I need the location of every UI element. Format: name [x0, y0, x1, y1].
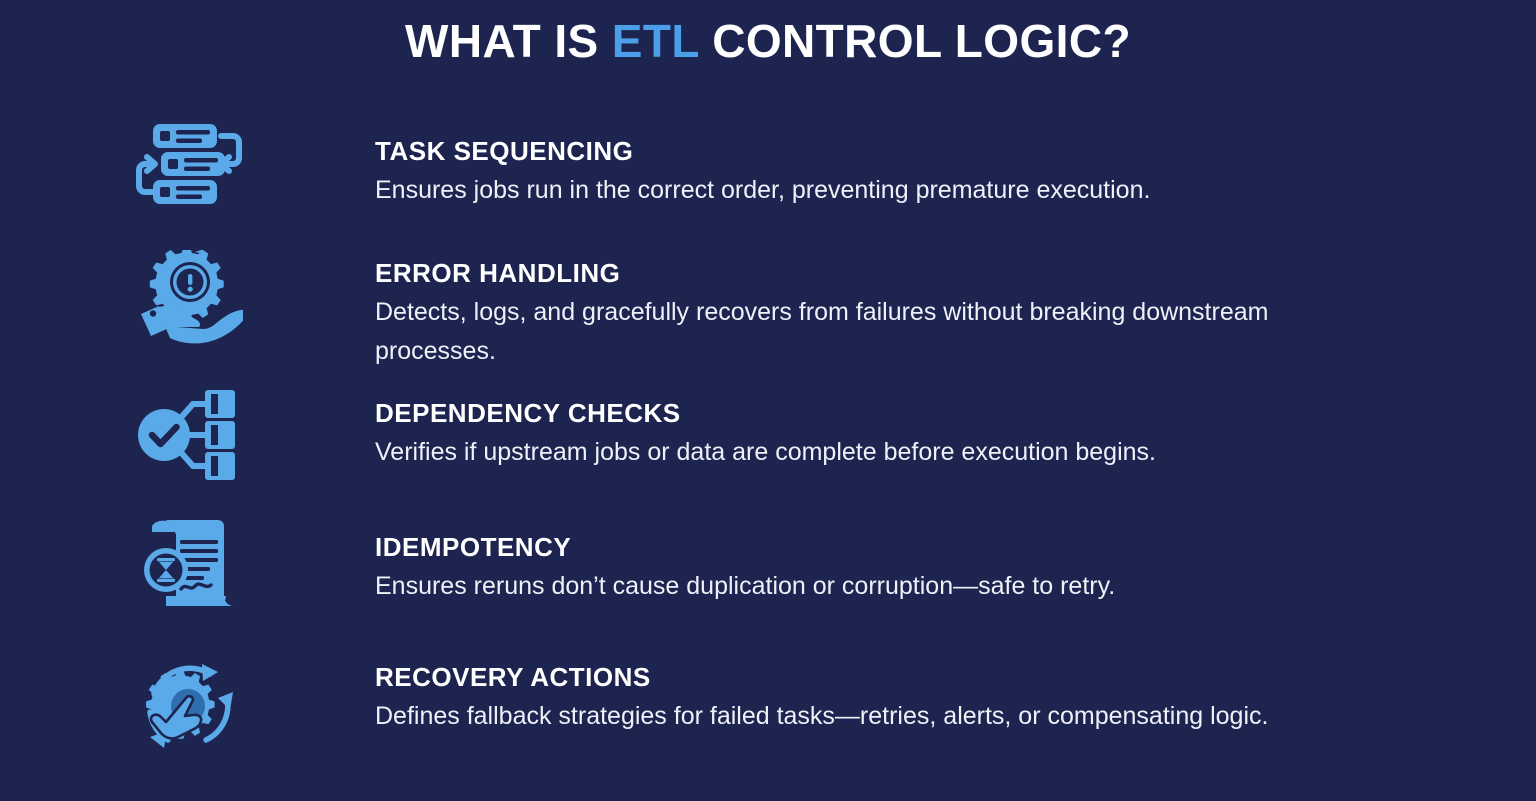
- list-item-description: Ensures jobs run in the correct order, p…: [375, 175, 1151, 204]
- list-item: ERROR HANDLING Detects, logs, and gracef…: [0, 230, 1536, 370]
- list-item-text: TASK SEQUENCING Ensures jobs run in the …: [375, 112, 1536, 210]
- recovery-actions-icon: [0, 634, 375, 758]
- page-title: WHAT IS ETL CONTROL LOGIC?: [0, 14, 1536, 68]
- idempotency-icon: [0, 502, 375, 616]
- list-item-description: Defines fallback strategies for failed t…: [375, 701, 1269, 730]
- list-item-text: DEPENDENCY CHECKS Verifies if upstream j…: [375, 370, 1536, 472]
- list-item-text: RECOVERY ACTIONS Defines fallback strate…: [375, 634, 1536, 736]
- list-item-text: IDEMPOTENCY Ensures reruns don’t cause d…: [375, 502, 1536, 606]
- task-sequencing-icon: [0, 112, 375, 212]
- list-item-description: Verifies if upstream jobs or data are co…: [375, 437, 1156, 466]
- list-item-text: ERROR HANDLING Detects, logs, and gracef…: [375, 230, 1536, 371]
- feature-list: TASK SEQUENCING Ensures jobs run in the …: [0, 112, 1536, 754]
- list-item-title: TASK SEQUENCING: [375, 136, 634, 166]
- dependency-checks-icon: [0, 370, 375, 484]
- list-item-description: Detects, logs, and gracefully recovers f…: [375, 297, 1269, 365]
- list-item: DEPENDENCY CHECKS Verifies if upstream j…: [0, 370, 1536, 502]
- list-item-title: DEPENDENCY CHECKS: [375, 398, 681, 428]
- page-title-before: WHAT IS: [405, 15, 612, 67]
- list-item: RECOVERY ACTIONS Defines fallback strate…: [0, 634, 1536, 754]
- list-item: TASK SEQUENCING Ensures jobs run in the …: [0, 112, 1536, 230]
- list-item-title: ERROR HANDLING: [375, 258, 621, 288]
- page-title-accent: ETL: [611, 15, 700, 67]
- list-item-description: Ensures reruns don’t cause duplication o…: [375, 571, 1116, 600]
- list-item-title: IDEMPOTENCY: [375, 532, 572, 562]
- error-handling-icon: [0, 230, 375, 346]
- list-item-title: RECOVERY ACTIONS: [375, 662, 651, 692]
- list-item: IDEMPOTENCY Ensures reruns don’t cause d…: [0, 502, 1536, 634]
- page-title-after: CONTROL LOGIC?: [699, 15, 1131, 67]
